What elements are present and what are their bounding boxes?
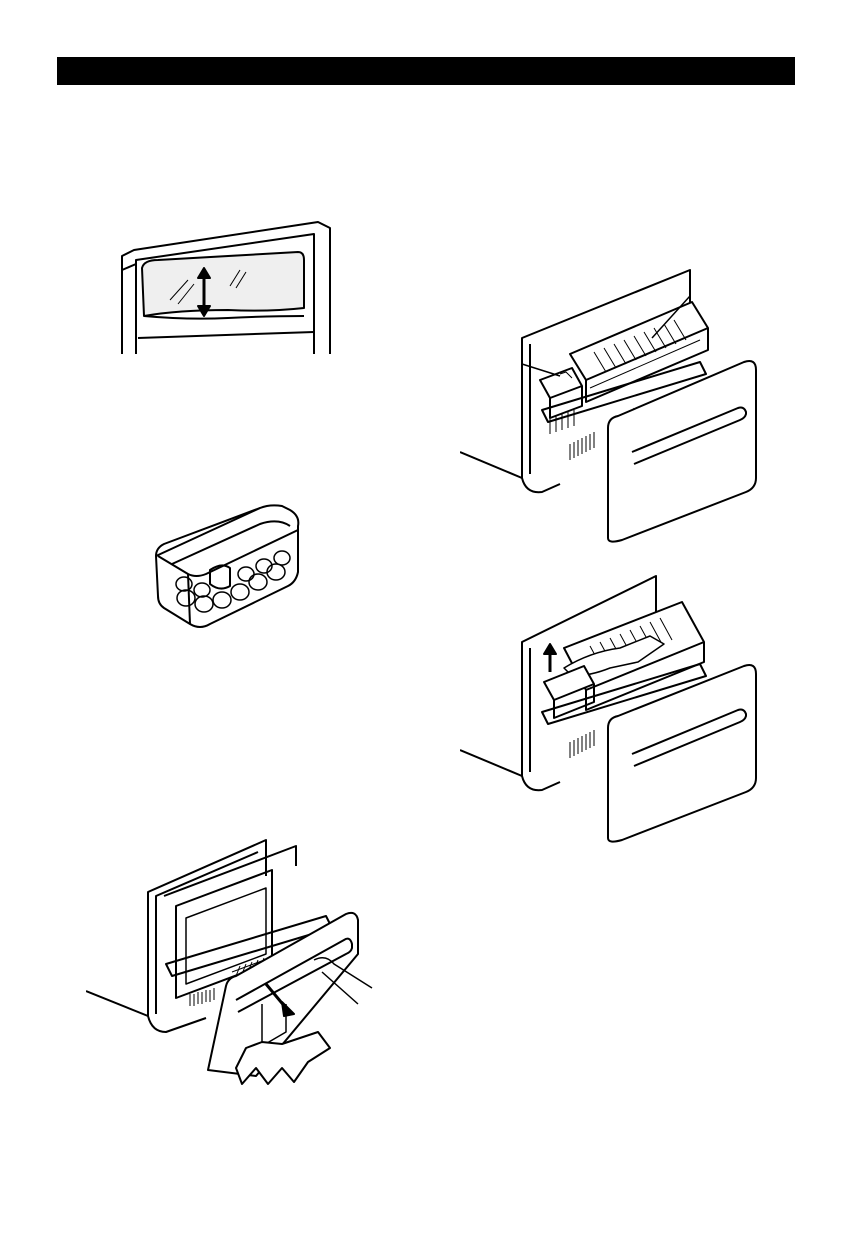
freezer-drawer-open-illustration	[86, 836, 376, 1086]
door-bin-illustration	[118, 220, 333, 356]
remove-upper-basket-illustration	[460, 572, 760, 847]
freezer-baskets-illustration	[460, 268, 760, 543]
egg-box-illustration	[150, 500, 305, 635]
section-header-bar	[57, 57, 795, 85]
